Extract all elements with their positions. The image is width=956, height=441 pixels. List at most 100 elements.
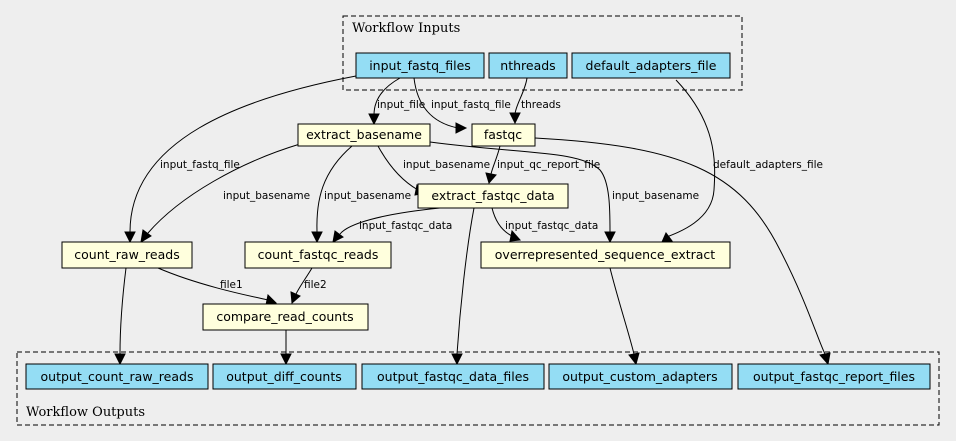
edge-fastqc-to-extract-fastqc-data: input_qc_report_file [485, 145, 600, 185]
edge-line [339, 207, 441, 235]
edge-line [316, 145, 353, 233]
edge-arrowhead [509, 229, 522, 242]
edge-arrowhead [368, 113, 380, 126]
node-box [202, 303, 369, 331]
node-fastqc[interactable]: fastqc [471, 123, 536, 147]
edge-arrowhead [819, 352, 831, 366]
workflow-outputs-border [16, 351, 940, 426]
edge-arrowhead [290, 291, 301, 305]
node-label: extract_basename [306, 127, 422, 142]
edge-label-input-qc-report-file: input_qc_report_file [497, 159, 600, 171]
edge-label-input-basename-c: input_basename [403, 159, 490, 171]
node-default-adapters-file[interactable]: default_adapters_file [571, 52, 731, 79]
node-count-raw-reads[interactable]: count_raw_reads [61, 241, 193, 269]
edge-count-raw-reads-to-output-count-raw-reads [114, 267, 127, 366]
edge-label-file2: file2 [304, 279, 327, 291]
edge-arrowhead [311, 231, 323, 244]
edge-line [534, 137, 826, 355]
node-box [25, 363, 209, 390]
node-overrepresented-sequence-extract[interactable]: overrepresented_sequence_extract [480, 241, 731, 269]
node-output-custom-adapters[interactable]: output_custom_adapters [548, 363, 733, 390]
edge-arrowhead [604, 231, 616, 244]
node-label: fastqc [484, 127, 522, 142]
edge-label-input-fastq-file-a: input_fastq_file [431, 99, 511, 111]
node-output-fastqc-data-files[interactable]: output_fastqc_data_files [361, 363, 545, 390]
workflow-inputs-border [342, 15, 743, 91]
edge-extract-basename-to-count-fastqc-reads: input_basename [311, 145, 411, 244]
edge-arrowhead [661, 232, 673, 243]
node-box [737, 363, 931, 390]
edge-extract-fastqc-data-to-count-fastqc-reads: input_fastqc_data [332, 207, 452, 243]
edge-label-input-basename-d: input_basename [612, 190, 699, 202]
edge-line [373, 77, 401, 116]
edge-extract-basename-to-count-raw-reads: input_basename [140, 143, 310, 243]
edge-line [609, 267, 635, 355]
edge-overrepresented-sequence-extract-to-output-custom-adapters [609, 267, 640, 366]
edge-line [157, 267, 269, 301]
edge-input-fastq-files-to-fastqc: input_fastq_file [413, 77, 511, 134]
node-output-fastqc-report-files[interactable]: output_fastqc_report_files [737, 363, 931, 390]
edges: input_file input_fastq_file threads inpu… [114, 75, 831, 366]
edge-arrowhead [509, 112, 521, 125]
edge-label-input-basename-a: input_basename [223, 190, 310, 202]
edge-label-input-fastqc-data-a: input_fastqc_data [359, 220, 452, 232]
node-output-diff-counts[interactable]: output_diff_counts [212, 363, 357, 390]
node-label: compare_read_counts [216, 309, 353, 324]
edge-arrowhead [628, 352, 640, 366]
node-compare-read-counts[interactable]: compare_read_counts [202, 303, 369, 331]
edge-arrowhead [114, 353, 126, 366]
node-box [61, 241, 193, 269]
edge-arrowhead [451, 353, 463, 366]
node-label: extract_fastqc_data [431, 188, 554, 203]
edge-label-file1: file1 [220, 279, 243, 291]
workflow-inputs-cluster: Workflow Inputs [342, 15, 743, 91]
edge-extract-basename-to-overrepresented-sequence-extract: input_basename [429, 141, 699, 244]
edge-extract-fastqc-data-to-overrepresented-sequence-extract: input_fastqc_data [491, 207, 598, 242]
edge-line [147, 143, 301, 234]
node-count-fastqc-reads[interactable]: count_fastqc_reads [244, 241, 392, 269]
edge-arrowhead [140, 229, 152, 243]
node-extract-basename[interactable]: extract_basename [297, 123, 431, 147]
node-label: count_fastqc_reads [258, 247, 379, 262]
edge-arrowhead [332, 230, 344, 243]
edge-line [413, 77, 459, 129]
node-output-count-raw-reads[interactable]: output_count_raw_reads [25, 363, 209, 390]
node-label: input_fastq_files [369, 58, 471, 73]
node-box [471, 123, 536, 147]
node-box [480, 241, 731, 269]
edge-label-default-adapters-file: default_adapters_file [713, 159, 823, 171]
edge-line [490, 145, 501, 175]
workflow-inputs-label: Workflow Inputs [352, 21, 460, 36]
node-label: overrepresented_sequence_extract [495, 247, 716, 262]
node-box [361, 363, 545, 390]
edge-label-input-fastq-file-b: input_fastq_file [160, 159, 240, 171]
edge-line [514, 77, 528, 115]
edge-arrowhead [280, 353, 292, 366]
node-label: count_raw_reads [74, 247, 179, 262]
edge-label-input-basename-b: input_basename [324, 190, 411, 202]
node-label: output_diff_counts [226, 369, 342, 384]
node-label: output_fastqc_data_files [377, 369, 529, 384]
edge-line [491, 207, 513, 237]
edge-input-fastq-files-to-extract-basename: input_file [368, 77, 425, 126]
node-box [417, 183, 569, 209]
edge-line [377, 145, 419, 191]
edge-line [663, 79, 716, 239]
node-label: output_custom_adapters [562, 369, 717, 384]
node-input-fastq-files[interactable]: input_fastq_files [355, 52, 485, 79]
edge-line [456, 207, 475, 355]
node-nthreads[interactable]: nthreads [488, 52, 568, 79]
nodes: input_fastq_files nthreads default_adapt… [25, 52, 931, 390]
node-box [571, 52, 731, 79]
node-label: default_adapters_file [586, 58, 717, 73]
node-label: nthreads [500, 58, 555, 73]
node-extract-fastqc-data[interactable]: extract_fastqc_data [417, 183, 569, 209]
edge-count-raw-reads-to-compare-read-counts: file1 [157, 267, 278, 306]
edge-arrowhead [124, 231, 136, 244]
edge-label-threads: threads [521, 99, 561, 111]
edge-count-fastqc-reads-to-compare-read-counts: file2 [290, 267, 327, 305]
edge-line [119, 267, 127, 355]
node-box [297, 123, 431, 147]
edge-line [295, 267, 313, 295]
